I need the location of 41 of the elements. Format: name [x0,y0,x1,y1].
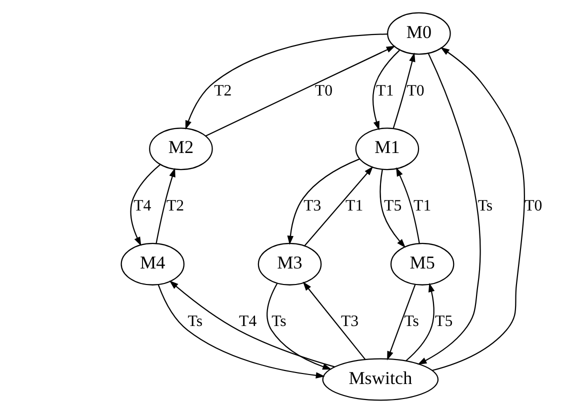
arrow [417,53,480,365]
edge-label: T3 [303,198,321,215]
arrow [184,34,388,130]
edge-label: T2 [214,82,232,100]
edge-label: Ts [404,313,418,330]
node-ellipse: M1 [354,128,419,170]
node-ellipse: M2 [148,128,212,170]
edge-label: T1 [345,198,363,215]
edge-label: T4 [133,198,151,215]
arrow [286,158,360,245]
edge-label: Ts [187,313,202,330]
edge-label: T1 [413,198,431,215]
arrow [204,46,395,136]
arrow [157,284,324,379]
arrow [130,164,160,246]
arrow [396,167,420,244]
edge-label: T3 [340,313,358,330]
edge-label: T5 [384,198,402,215]
node-ellipse: M4 [120,242,184,286]
arrow [304,166,373,246]
arrow [379,170,406,248]
edge-label: T0 [524,198,542,215]
arrow [168,280,334,368]
arrow [392,52,415,128]
edge-label: T4 [238,313,256,330]
edge-label: T0 [314,82,332,100]
edge-label: Ts [271,313,286,330]
arrow [432,47,524,371]
arrow [405,282,434,362]
edge-label: Ts [477,198,492,215]
edge-label: T0 [406,82,424,100]
arrow [266,283,332,370]
edge-label: T5 [434,313,452,330]
edge-label: T1 [376,82,394,100]
node-ellipse: M3 [257,242,322,286]
edge-label: T2 [166,198,184,215]
arrow [386,284,416,360]
arrow [155,168,175,244]
node-ellipse: M5 [390,242,454,286]
arrow [372,50,400,130]
arrow [302,282,366,360]
